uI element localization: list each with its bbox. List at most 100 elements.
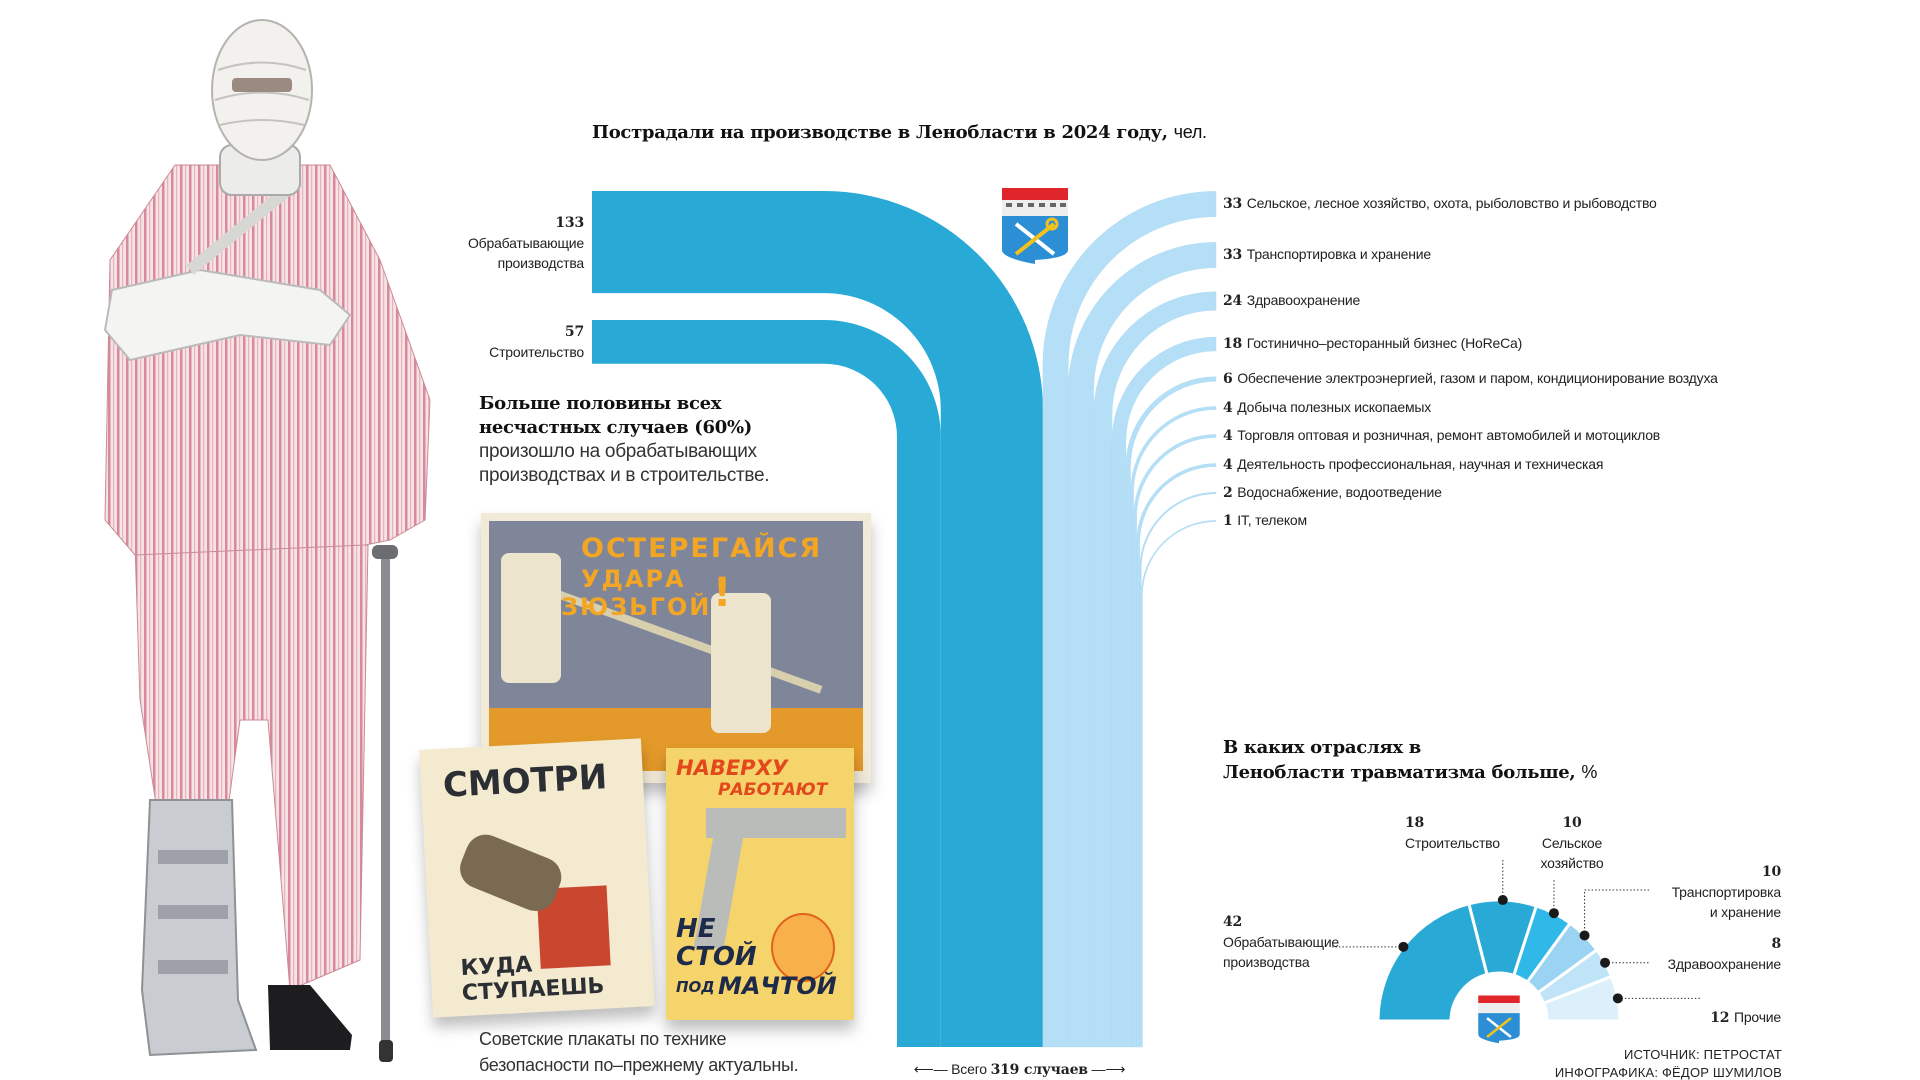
donut-value: 12 (1710, 1010, 1734, 1026)
flow-target-value: 33 (1223, 196, 1247, 212)
flow-target-value: 33 (1223, 247, 1247, 263)
flow-target-band (1042, 191, 1217, 1048)
caption-line: безопасности по–прежнему актуальны. (479, 1055, 799, 1075)
flow-target-name: IT, телеком (1237, 512, 1307, 528)
donut-label-line: Строительство (1405, 835, 1500, 851)
donut-label-line: Прочие (1733, 1009, 1781, 1025)
slice-marker-dot (1398, 941, 1409, 952)
donut-label-line: Здравоохранение (1667, 956, 1782, 972)
flow-target-label: 24 Здравоохранение (1223, 292, 1360, 309)
lead-text: Больше половины всех несчастных случаев … (479, 392, 770, 488)
lead-line: произошло на обрабатывающих (479, 441, 757, 462)
flow-target-label: 4 Торговля оптовая и розничная, ремонт а… (1223, 427, 1660, 444)
flow-target-label: 2 Водоснабжение, водоотведение (1223, 484, 1442, 501)
flow-value: 57 (564, 324, 584, 340)
flow-value: 133 (555, 215, 584, 231)
poster-text: МАЧТОЙ (718, 972, 837, 1000)
poster-text: НАВЕРХУ (676, 756, 788, 780)
poster-beware-strike: ОСТЕРЕГАЙСЯ УДАРА ЗЮЗЬГОЙ ! (481, 513, 871, 783)
donut-label: 12 Прочие (1710, 1007, 1781, 1028)
donut-slice (1541, 974, 1622, 1023)
slice-marker-dot (1600, 957, 1611, 968)
donut-value: 18 (1405, 815, 1425, 831)
donut-value: 8 (1771, 936, 1781, 952)
poster-text: НЕ (676, 914, 716, 944)
main-title-bold: Пострадали на производстве в Ленобласти … (592, 122, 1168, 143)
flow-target-band (1068, 242, 1217, 1048)
flow-target-value: 6 (1223, 371, 1238, 387)
donut-label-line: Обрабатывающие (1223, 934, 1340, 950)
flow-target-band (1139, 492, 1217, 1048)
slice-marker-dot (1548, 908, 1559, 919)
arrow-left-icon: ⟵— (913, 1061, 948, 1077)
flow-target-name: Водоснабжение, водоотведение (1237, 484, 1442, 500)
flow-source-band (592, 191, 1043, 1047)
donut-value: 10 (1562, 815, 1582, 831)
flow-source-construction: 57 Строительство (489, 322, 584, 362)
footer: ИСТОЧНИК: ПЕТРОСТАТ ИНФОГРАФИКА: ФЁДОР Ш… (1555, 1046, 1782, 1080)
flow-target-name: Торговля оптовая и розничная, ремонт авт… (1237, 427, 1661, 443)
caption-line: Советские плакаты по технике (479, 1029, 727, 1049)
total-value: 319 случаев (990, 1062, 1088, 1078)
poster-dont-stand-under-mast: НАВЕРХУ РАБОТАЮТ НЕ СТОЙ ПОД МАЧТОЙ (666, 748, 854, 1020)
donut-value: 42 (1223, 914, 1243, 930)
lead-bold-line: несчастных случаев (60%) (479, 417, 752, 438)
flow-target-name: Добыча полезных ископаемых (1237, 399, 1432, 415)
flow-target-name: Гостинично–ресторанный бизнес (HoReCa) (1246, 335, 1523, 351)
donut-label-line: Сельское (1541, 835, 1603, 851)
donut-slice (1376, 901, 1489, 1023)
poster-text: ! (713, 570, 732, 616)
flow-label: Строительство (489, 344, 584, 360)
donut-label-line: Транспортировка (1671, 884, 1782, 900)
flow-target-value: 1 (1223, 513, 1238, 529)
flow-target-label: 4 Деятельность профессиональная, научная… (1223, 456, 1603, 473)
source-text: ИСТОЧНИК: ПЕТРОСТАТ (1624, 1047, 1782, 1062)
flow-target-label: 33 Транспортировка и хранение (1223, 246, 1431, 263)
flow-target-value: 2 (1223, 485, 1238, 501)
flow-target-label: 4 Добыча полезных ископаемых (1223, 399, 1431, 416)
flow-target-label: 18 Гостинично–ресторанный бизнес (HoReCa… (1223, 335, 1522, 352)
slice-marker-dot (1497, 895, 1508, 906)
coat-of-arms-small-icon (1478, 995, 1520, 1044)
main-title: Пострадали на производстве в Ленобласти … (592, 122, 1207, 143)
coat-of-arms-icon (1002, 188, 1068, 264)
flow-target-value: 18 (1223, 336, 1247, 352)
slice-marker-dot (1579, 930, 1590, 941)
total-label: ⟵— Всего 319 случаев —⟶ (897, 1061, 1142, 1078)
main-title-unit: чел. (1173, 122, 1207, 142)
arrow-right-icon: —⟶ (1091, 1061, 1126, 1077)
flow-target-label: 1 IT, телеком (1223, 512, 1307, 529)
pie-title-unit: % (1581, 762, 1598, 782)
donut-value: 10 (1761, 864, 1781, 880)
posters-caption: Советские плакаты по технике безопасност… (479, 1026, 799, 1078)
flow-target-value: 4 (1223, 428, 1238, 444)
donut-label-line: хозяйство (1540, 855, 1604, 871)
flow-target-name: Здравоохранение (1246, 292, 1361, 308)
flow-label: производства (497, 255, 585, 271)
flow-source-manufacturing: 133 Обрабатывающие производства (468, 213, 584, 273)
poster-text: УДАРА (581, 565, 686, 593)
flow-target-band (1125, 376, 1217, 1048)
lead-bold-line: Больше половины всех (479, 393, 722, 414)
pie-title-line: Ленобласти травматизма больше, % (1223, 762, 1598, 783)
arm-sling (103, 268, 352, 362)
flow-target-value: 4 (1223, 457, 1238, 473)
shoe (268, 985, 352, 1050)
pajama-top (104, 164, 431, 556)
leader-line (1584, 889, 1650, 936)
poster-text: ОСТЕРЕГАЙСЯ (581, 533, 823, 564)
flow-target-band (1111, 336, 1217, 1048)
flow-target-label: 6 Обеспечение электроэнергией, газом и п… (1223, 370, 1718, 387)
donut-label-line: производства (1223, 954, 1310, 970)
slice-marker-dot (1612, 993, 1623, 1004)
